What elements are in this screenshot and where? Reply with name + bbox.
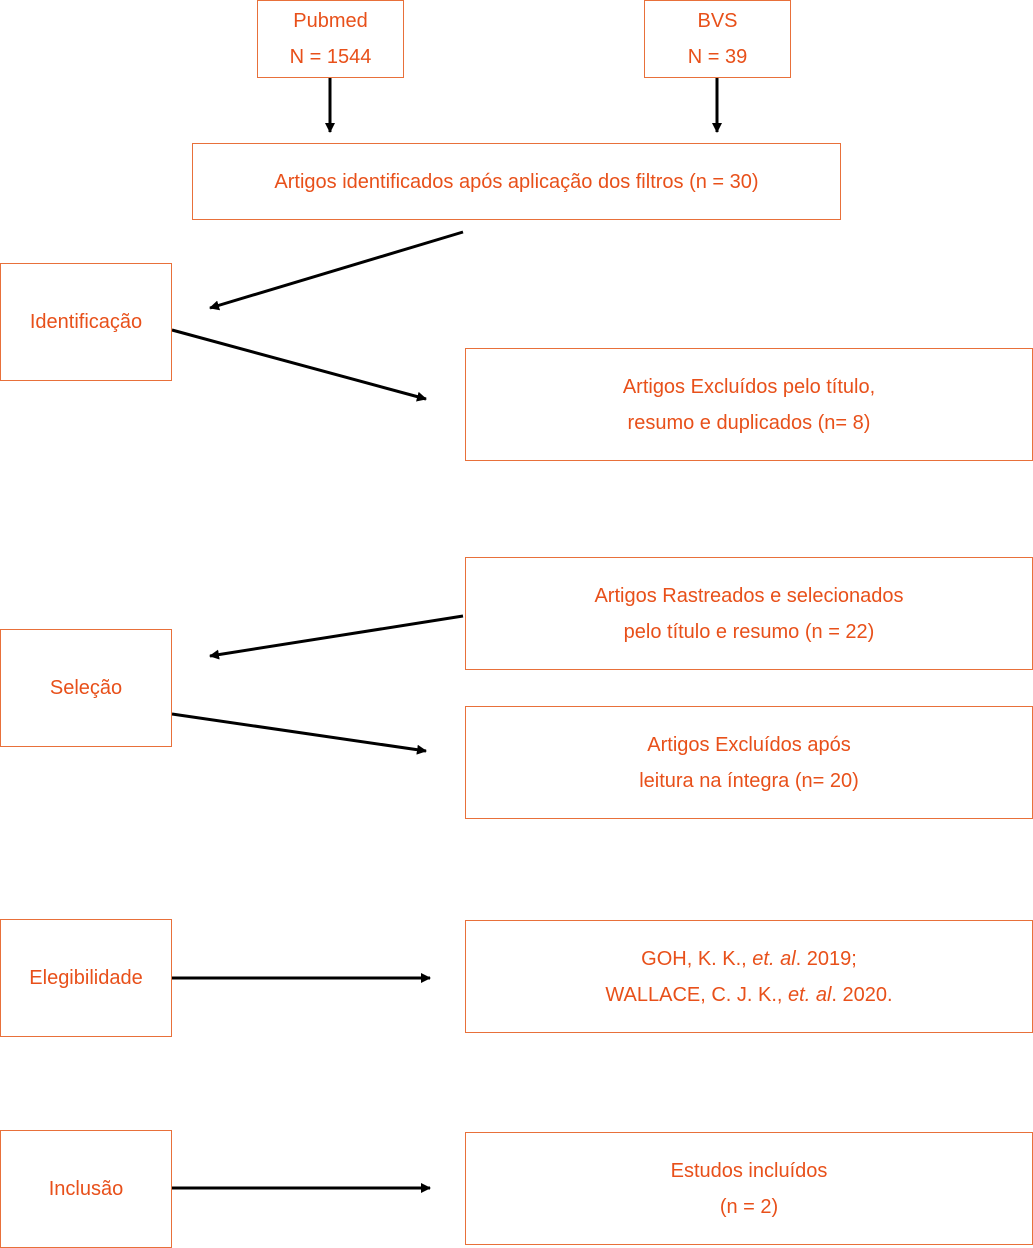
screened-line1: Artigos Rastreados e selecionados xyxy=(594,584,904,607)
identified-box: Artigos identificados após aplicação dos… xyxy=(192,143,841,220)
excluded-full-box: Artigos Excluídos após leitura na íntegr… xyxy=(465,706,1033,819)
pubmed-box: Pubmed N = 1544 xyxy=(257,0,404,78)
excluded-title-line1: Artigos Excluídos pelo título, xyxy=(622,375,876,398)
eligible-ref1-year: . 2019; xyxy=(795,947,857,970)
stage-elegibilidade: Elegibilidade xyxy=(0,919,172,1037)
excluded-full-line1: Artigos Excluídos após xyxy=(647,733,851,756)
screened-line2: pelo título e resumo (n = 22) xyxy=(623,620,875,643)
eligible-ref2-etal: et. al xyxy=(788,983,832,1006)
excluded-title-box: Artigos Excluídos pelo título, resumo e … xyxy=(465,348,1033,461)
included-line1: Estudos incluídos xyxy=(670,1159,828,1182)
excluded-full-line2: leitura na íntegra (n= 20) xyxy=(639,769,859,792)
screened-box: Artigos Rastreados e selecionados pelo t… xyxy=(465,557,1033,670)
arrow-selecao-to-excluded-full xyxy=(171,712,427,755)
eligible-ref2: WALLACE, C. J. K., et. al. 2020. xyxy=(605,977,892,1013)
bvs-box: BVS N = 39 xyxy=(644,0,791,78)
eligible-ref2-year: . 2020. xyxy=(831,983,893,1006)
eligible-ref2-author: WALLACE, C. J. K., xyxy=(605,983,789,1006)
eligible-box: GOH, K. K., et. al. 2019; WALLACE, C. J.… xyxy=(465,920,1033,1033)
stage-selecao-label: Seleção xyxy=(49,677,123,699)
stage-identificacao: Identificação xyxy=(0,263,172,381)
included-line2: (n = 2) xyxy=(719,1195,779,1218)
stage-selecao: Seleção xyxy=(0,629,172,747)
eligible-ref1-author: GOH, K. K., xyxy=(641,947,753,970)
eligible-ref1-etal: et. al xyxy=(752,947,796,970)
stage-inclusao: Inclusão xyxy=(0,1130,172,1248)
stage-elegibilidade-label: Elegibilidade xyxy=(29,967,143,989)
included-box: Estudos incluídos (n = 2) xyxy=(465,1132,1033,1245)
pubmed-name: Pubmed xyxy=(293,10,368,32)
stage-inclusao-label: Inclusão xyxy=(48,1178,124,1200)
bvs-count: N = 39 xyxy=(687,46,748,68)
excluded-title-line2: resumo e duplicados (n= 8) xyxy=(627,411,871,434)
arrow-identified-to-identificacao xyxy=(209,230,464,311)
arrow-screened-to-selecao xyxy=(209,614,464,660)
bvs-name: BVS xyxy=(697,10,738,32)
pubmed-count: N = 1544 xyxy=(289,46,372,68)
arrow-identificacao-to-excluded-title xyxy=(171,328,427,402)
stage-identificacao-label: Identificação xyxy=(29,311,143,333)
identified-text: Artigos identificados após aplicação dos… xyxy=(274,170,759,193)
eligible-ref1: GOH, K. K., et. al. 2019; xyxy=(641,941,857,977)
